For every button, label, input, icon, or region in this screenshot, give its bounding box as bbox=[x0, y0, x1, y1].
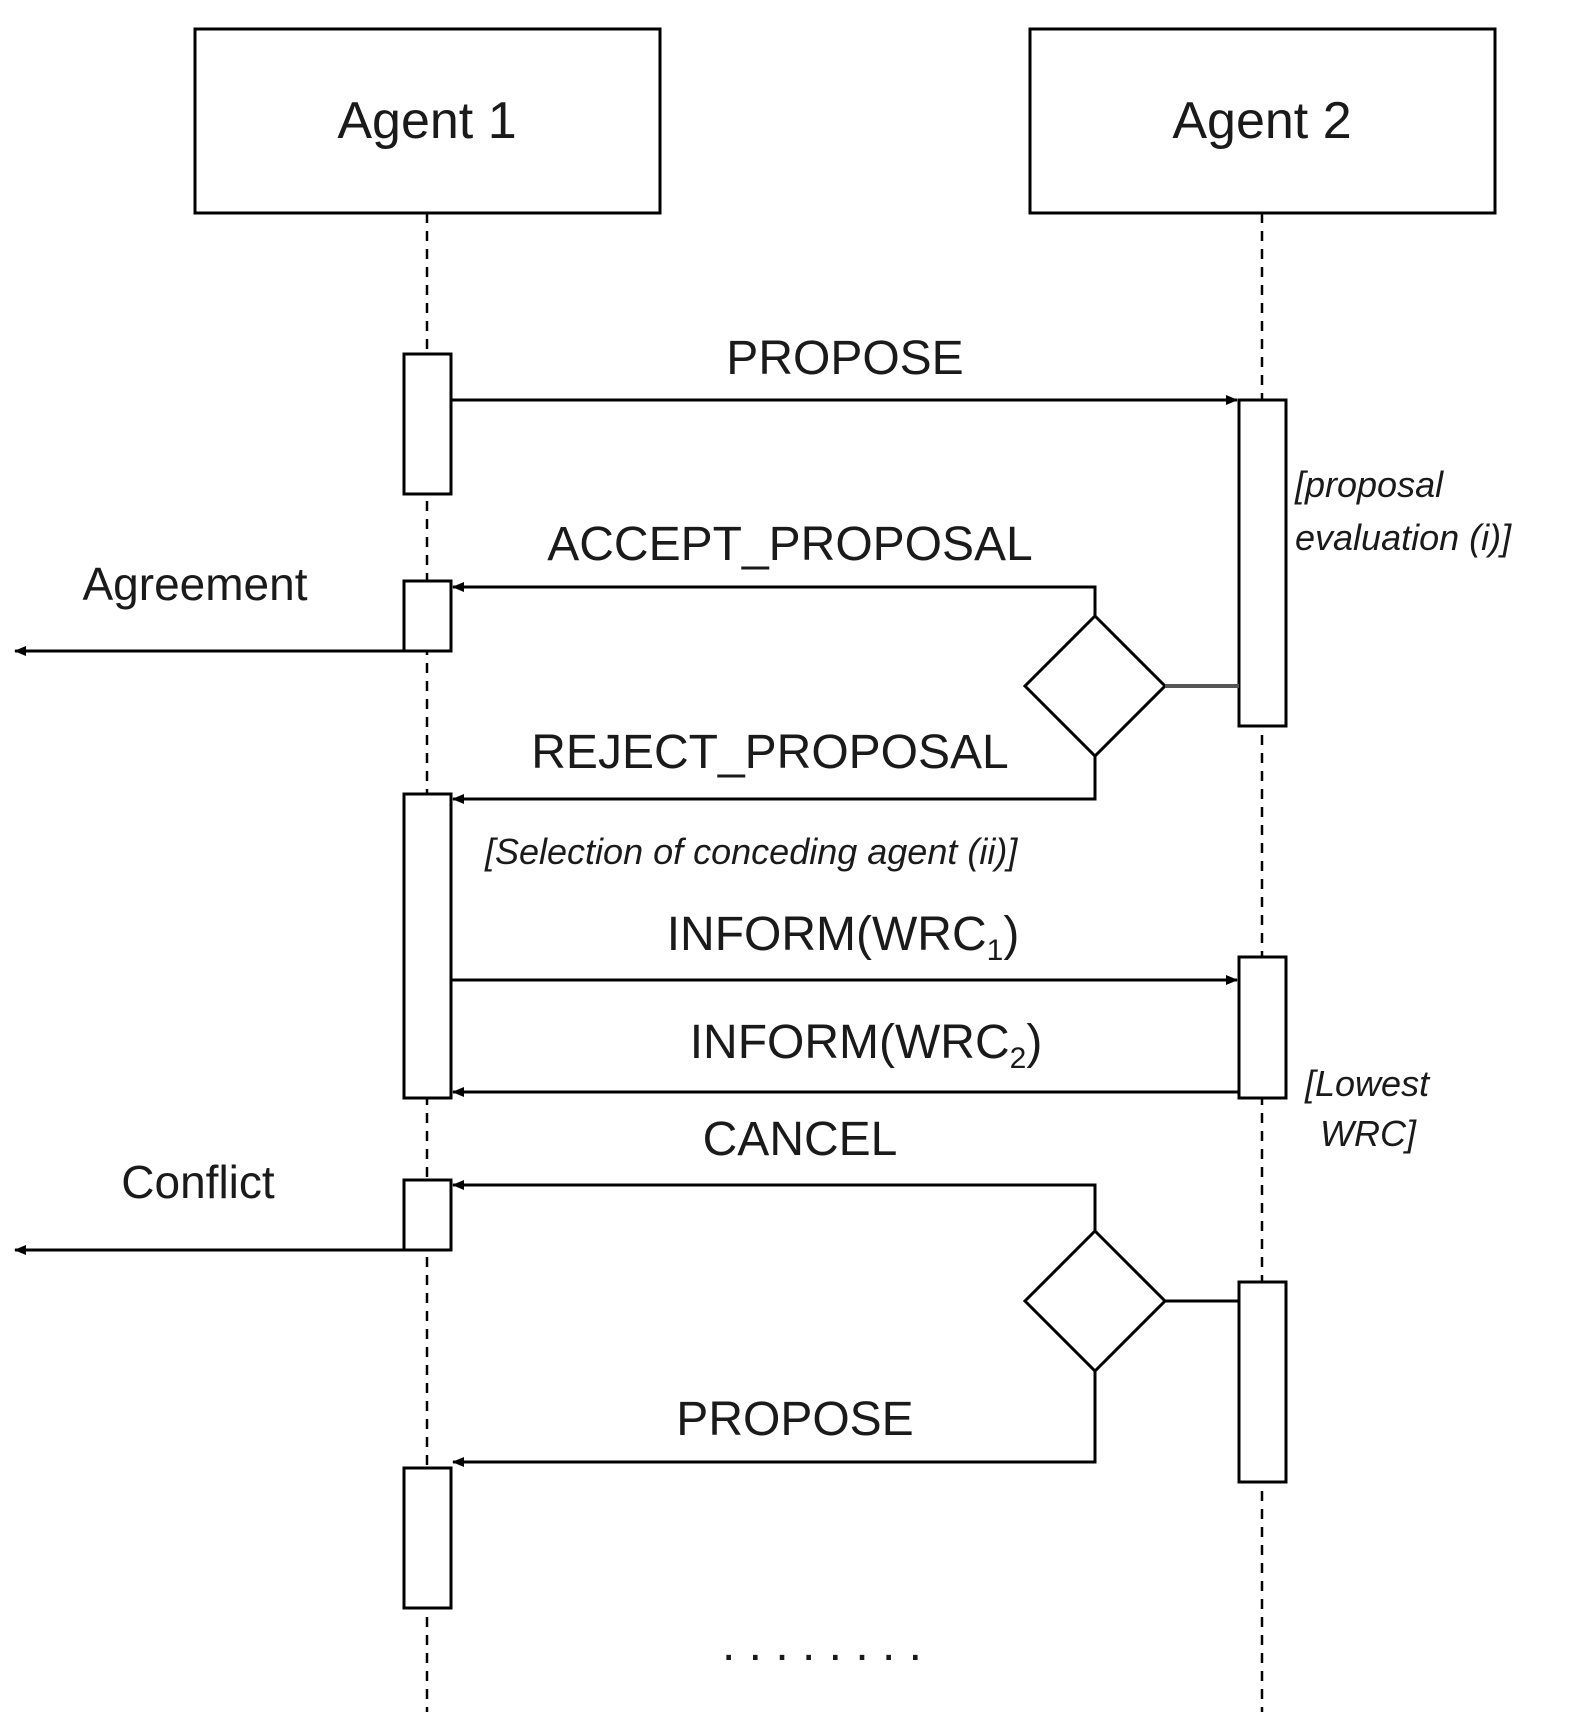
reject-proposal-arrow bbox=[452, 756, 1097, 804]
agent2-activation-2 bbox=[1237, 955, 1288, 1100]
proposal-evaluation-note: [proposal evaluation (i)] bbox=[1294, 464, 1512, 558]
decision-diamond-2 bbox=[1022, 1228, 1168, 1374]
agreement-label: Agreement bbox=[82, 558, 307, 610]
cancel-label: CANCEL bbox=[703, 1113, 898, 1166]
lowest-wrc-note-line2: WRC] bbox=[1320, 1113, 1417, 1154]
proposal-evaluation-note-line2: evaluation (i)] bbox=[1295, 517, 1512, 558]
proposal-evaluation-note-line1: [proposal bbox=[1294, 464, 1444, 505]
inform-wrc1-close: ) bbox=[1003, 908, 1019, 961]
propose-message-2-label: PROPOSE bbox=[676, 1393, 913, 1446]
selection-note: [Selection of conceding agent (ii)] bbox=[484, 831, 1018, 872]
decision-diamond-1 bbox=[1022, 613, 1168, 759]
agent2-activation-1 bbox=[1237, 398, 1288, 728]
inform-wrc2-close: ) bbox=[1026, 1016, 1042, 1069]
agent1-activation-2 bbox=[402, 579, 453, 653]
inform-wrc2-text: INFORM(WRC bbox=[690, 1016, 1010, 1069]
agent2-box bbox=[1028, 27, 1497, 215]
agent2-label: Agent 2 bbox=[1172, 92, 1351, 150]
inform-wrc1-label: INFORM(WRC1) bbox=[667, 908, 1020, 967]
inform-wrc2-label: INFORM(WRC2) bbox=[690, 1016, 1043, 1075]
inform-wrc1-subscript: 1 bbox=[987, 934, 1004, 967]
inform-wrc1-text: INFORM(WRC bbox=[667, 908, 987, 961]
agent2-activation-3 bbox=[1237, 1280, 1288, 1484]
reject-proposal-label: REJECT_PROPOSAL bbox=[531, 726, 1008, 779]
cancel-arrow bbox=[452, 1180, 1097, 1231]
agent1-activation-3 bbox=[402, 792, 453, 1100]
agent1-activation-1 bbox=[402, 352, 453, 496]
lowest-wrc-note-line1: [Lowest bbox=[1304, 1063, 1431, 1104]
agent1-activation-5 bbox=[402, 1466, 453, 1610]
accept-proposal-arrow bbox=[452, 582, 1097, 616]
continuation-dots: . . . . . . . . bbox=[722, 1618, 922, 1671]
lowest-wrc-note: [Lowest WRC] bbox=[1304, 1063, 1439, 1154]
agent1-box bbox=[193, 27, 662, 215]
agent1-label: Agent 1 bbox=[337, 92, 516, 150]
inform-wrc2-subscript: 2 bbox=[1010, 1042, 1027, 1075]
agent1-activation-4 bbox=[402, 1178, 453, 1252]
conflict-label: Conflict bbox=[121, 1156, 275, 1208]
accept-proposal-label: ACCEPT_PROPOSAL bbox=[547, 518, 1032, 571]
propose-arrow-2 bbox=[452, 1371, 1097, 1467]
propose-message-1-label: PROPOSE bbox=[726, 332, 963, 385]
